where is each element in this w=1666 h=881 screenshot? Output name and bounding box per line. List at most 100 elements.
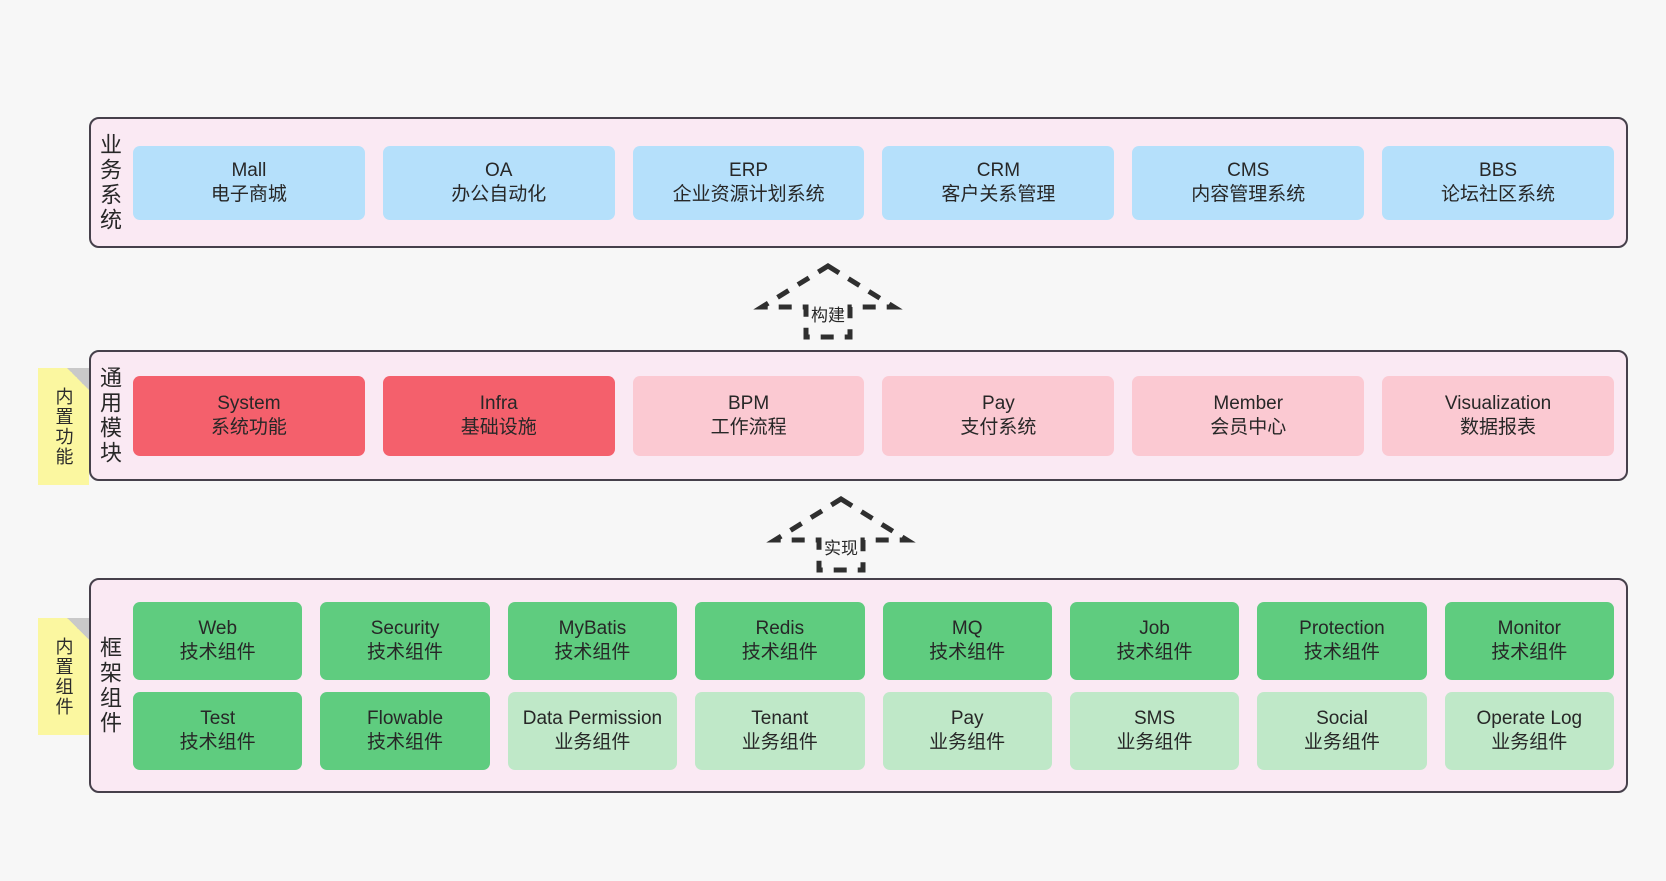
card-system[interactable]: System 系统功能 [133, 375, 365, 456]
card-test[interactable]: Test 技术组件 [133, 691, 303, 770]
card-pay-common[interactable]: Pay 支付系统 [882, 375, 1115, 456]
card-subtitle: 技术组件 [367, 731, 444, 753]
card-title: Job [1139, 618, 1170, 640]
layer-framework-body: Web 技术组件 Security 技术组件 MyBatis 技术组件 Redi… [127, 580, 1626, 791]
card-pay-business[interactable]: Pay 业务组件 [882, 691, 1052, 770]
card-subtitle: 基础设施 [460, 416, 537, 438]
card-subtitle: 技术组件 [367, 641, 444, 663]
card-subtitle: 业务组件 [741, 731, 818, 753]
card-infra[interactable]: Infra 基础设施 [382, 375, 615, 456]
card-title: OA [485, 160, 513, 182]
card-title: Monitor [1497, 618, 1561, 640]
sticky-fold-corner [67, 368, 89, 390]
card-title: Member [1213, 393, 1284, 415]
card-title: BBS [1479, 160, 1518, 182]
card-subtitle: 办公自动化 [451, 183, 547, 205]
card-mybatis[interactable]: MyBatis 技术组件 [507, 601, 678, 680]
card-subtitle: 数据报表 [1460, 416, 1537, 438]
card-mall[interactable]: Mall 电子商城 [133, 145, 365, 220]
card-subtitle: 业务组件 [1303, 731, 1380, 753]
layer-common-module: 通用模块 System 系统功能 Infra 基础设施 BPM 工作流程 Pay… [89, 350, 1628, 481]
card-visualization[interactable]: Visualization 数据报表 [1382, 375, 1614, 456]
card-title: BPM [727, 393, 770, 415]
business-card-row: Mall 电子商城 OA 办公自动化 ERP 企业资源计划系统 CRM 客户关系… [133, 145, 1614, 220]
card-title: Operate Log [1476, 708, 1583, 730]
card-title: MQ [951, 618, 983, 640]
card-subtitle: 工作流程 [710, 416, 787, 438]
card-title: Protection [1299, 618, 1385, 640]
card-oa[interactable]: OA 办公自动化 [382, 145, 615, 220]
card-title: Mall [231, 160, 267, 182]
card-subtitle: 企业资源计划系统 [672, 183, 825, 205]
card-subtitle: 技术组件 [554, 641, 631, 663]
card-title: ERP [729, 160, 769, 182]
card-mq[interactable]: MQ 技术组件 [882, 601, 1052, 680]
common-card-row: System 系统功能 Infra 基础设施 BPM 工作流程 Pay 支付系统… [133, 375, 1614, 456]
card-protection[interactable]: Protection 技术组件 [1257, 601, 1427, 680]
card-bpm[interactable]: BPM 工作流程 [632, 375, 865, 456]
framework-business-row: Test 技术组件 Flowable 技术组件 Data Permission … [133, 691, 1614, 770]
framework-tech-row: Web 技术组件 Security 技术组件 MyBatis 技术组件 Redi… [133, 601, 1614, 680]
card-title: Data Permission [522, 708, 663, 730]
card-title: CMS [1227, 160, 1270, 182]
layer-business-system: 业务系统 Mall 电子商城 OA 办公自动化 ERP 企业资源计划系统 CRM… [89, 117, 1628, 248]
card-subtitle: 技术组件 [179, 731, 256, 753]
card-bbs[interactable]: BBS 论坛社区系统 [1382, 145, 1614, 220]
card-subtitle: 论坛社区系统 [1441, 183, 1556, 205]
card-crm[interactable]: CRM 客户关系管理 [882, 145, 1115, 220]
layer-common-body: System 系统功能 Infra 基础设施 BPM 工作流程 Pay 支付系统… [127, 352, 1626, 479]
card-subtitle: 会员中心 [1210, 416, 1287, 438]
layer-business-body: Mall 电子商城 OA 办公自动化 ERP 企业资源计划系统 CRM 客户关系… [127, 119, 1626, 246]
card-subtitle: 内容管理系统 [1191, 183, 1306, 205]
card-subtitle: 支付系统 [960, 416, 1037, 438]
layer-common-label: 通用模块 [97, 365, 122, 466]
card-social[interactable]: Social 业务组件 [1257, 691, 1427, 770]
card-title: CRM [976, 160, 1021, 182]
card-subtitle: 技术组件 [1116, 641, 1193, 663]
card-operate-log[interactable]: Operate Log 业务组件 [1444, 691, 1614, 770]
card-title: Redis [755, 618, 805, 640]
card-redis[interactable]: Redis 技术组件 [695, 601, 865, 680]
card-security[interactable]: Security 技术组件 [320, 601, 490, 680]
card-subtitle: 技术组件 [179, 641, 256, 663]
sticky-builtin-components: 内置组件 [38, 618, 89, 735]
card-subtitle: 技术组件 [741, 641, 818, 663]
layer-framework-label: 框架组件 [97, 635, 122, 736]
card-flowable[interactable]: Flowable 技术组件 [320, 691, 490, 770]
card-job[interactable]: Job 技术组件 [1069, 601, 1240, 680]
card-monitor[interactable]: Monitor 技术组件 [1444, 601, 1614, 680]
layer-framework-component: 框架组件 Web 技术组件 Security 技术组件 MyBatis 技术组件… [89, 578, 1628, 793]
card-title: Infra [479, 393, 518, 415]
card-sms[interactable]: SMS 业务组件 [1069, 691, 1240, 770]
card-title: Social [1316, 708, 1368, 730]
card-subtitle: 客户关系管理 [941, 183, 1056, 205]
card-title: Visualization [1444, 393, 1552, 415]
card-title: Pay [982, 393, 1015, 415]
card-tenant[interactable]: Tenant 业务组件 [695, 691, 865, 770]
card-subtitle: 技术组件 [1303, 641, 1380, 663]
arrow-implement: 实现 [766, 495, 916, 574]
sticky-label: 内置功能 [53, 386, 74, 467]
card-title: System [217, 393, 281, 415]
card-title: Tenant [751, 708, 809, 730]
sticky-builtin-features: 内置功能 [38, 368, 89, 485]
card-title: SMS [1133, 708, 1176, 730]
sticky-label: 内置组件 [53, 636, 74, 717]
card-subtitle: 业务组件 [929, 731, 1006, 753]
card-subtitle: 业务组件 [554, 731, 631, 753]
card-title: Security [370, 618, 440, 640]
arrow-build: 构建 [753, 262, 903, 341]
card-erp[interactable]: ERP 企业资源计划系统 [632, 145, 865, 220]
card-web[interactable]: Web 技术组件 [133, 601, 303, 680]
sticky-fold-corner [67, 618, 89, 640]
card-subtitle: 业务组件 [1116, 731, 1193, 753]
card-title: MyBatis [558, 618, 627, 640]
card-subtitle: 业务组件 [1491, 731, 1568, 753]
card-title: Pay [950, 708, 984, 730]
layer-business-label: 业务系统 [97, 132, 122, 233]
card-data-permission[interactable]: Data Permission 业务组件 [507, 691, 678, 770]
card-cms[interactable]: CMS 内容管理系统 [1132, 145, 1365, 220]
card-member[interactable]: Member 会员中心 [1132, 375, 1365, 456]
card-subtitle: 技术组件 [929, 641, 1006, 663]
